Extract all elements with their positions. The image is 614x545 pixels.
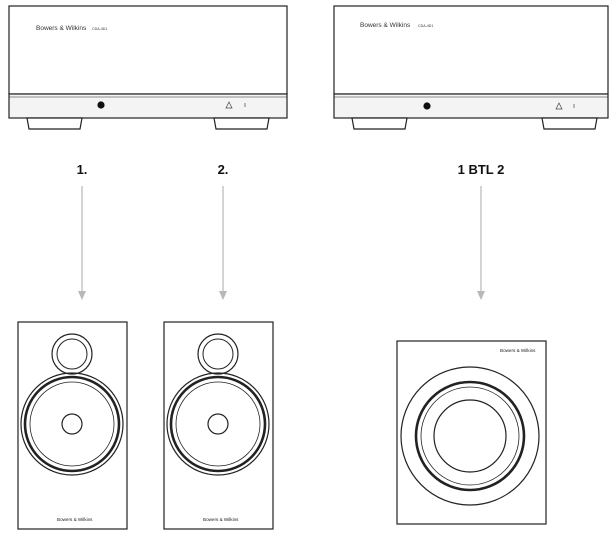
subwoofer-brand: Bowers & Wilkins [500,348,536,353]
speaker-1-brand: Bowers & Wilkins [57,517,93,522]
bookshelf-speaker-1: Bowers & Wilkins [17,321,128,530]
amplifier-2-warning-icon [555,102,563,110]
subwoofer-driver [400,366,540,506]
woofer-2 [166,372,270,476]
tweeter-1 [51,333,93,375]
amplifier-1: Bowers & Wilkins CDA-4D1 [8,5,288,130]
woofer-1 [20,372,124,476]
amplifier-2-power-knob [423,102,431,110]
amplifier-1-warning-icon [225,101,233,109]
channel-label-2: 2. [218,162,229,177]
channel-label-1: 1. [77,162,88,177]
bookshelf-speaker-2: Bowers & Wilkins [163,321,274,530]
amplifier-2: Bowers & Wilkins CDA-4D1 [333,5,609,130]
amplifier-2-brand: Bowers & Wilkins [360,22,411,29]
amplifier-1-model: CDA-4D1 [92,27,107,31]
channel-label-btl: 1 BTL 2 [458,162,505,177]
tweeter-2 [197,333,239,375]
subwoofer: Bowers & Wilkins [396,340,547,525]
arrow-2 [219,186,227,300]
amplifier-1-foot-left [26,117,83,130]
amplifier-1-power-knob [97,101,105,109]
arrow-btl [477,186,485,300]
amplifier-1-foot-right [213,117,270,130]
amplifier-2-foot-right [541,117,598,130]
arrow-1 [78,186,86,300]
speaker-2-brand: Bowers & Wilkins [203,517,239,522]
amplifier-2-model: CDA-4D1 [418,24,433,28]
amplifier-1-brand: Bowers & Wilkins [36,25,87,32]
amplifier-2-foot-left [351,117,408,130]
